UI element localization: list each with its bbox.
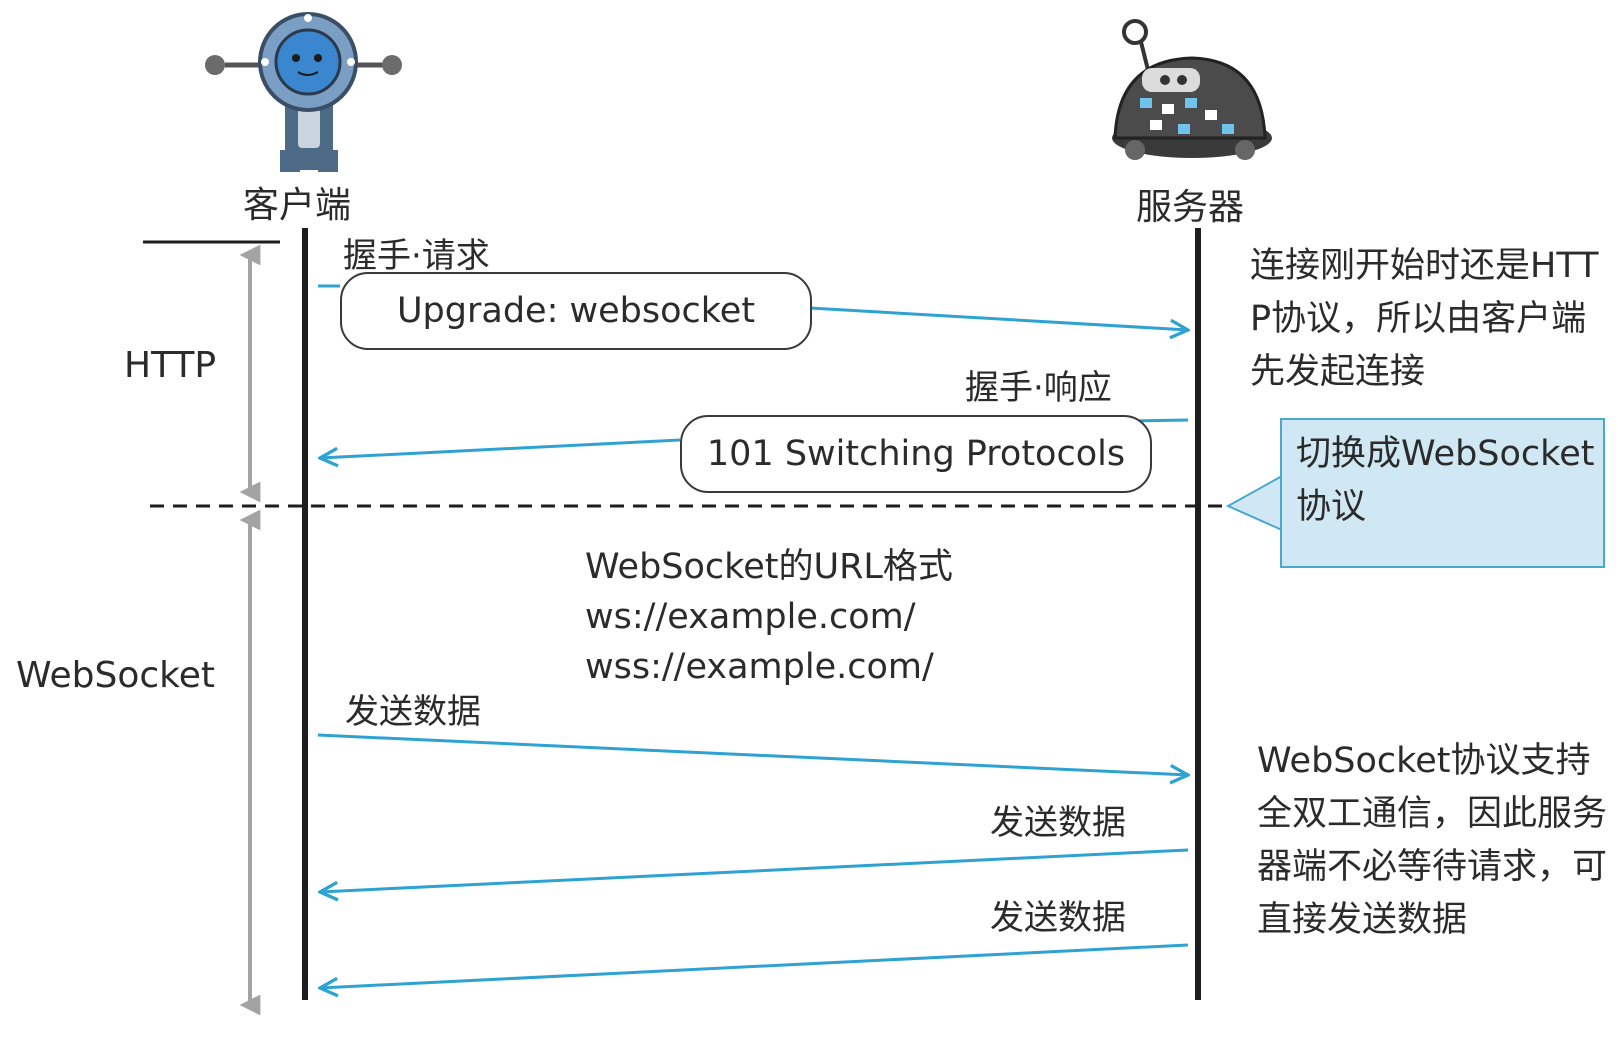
send-data-arrow-2 <box>320 848 1189 892</box>
send-data-arrow-3 <box>320 943 1189 988</box>
handshake-response-pill: 101 Switching Protocols <box>680 415 1152 493</box>
client-robot-icon <box>205 12 402 172</box>
http-note: 连接刚开始时还是HTTP协议，所以由客户端先发起连接 <box>1250 246 1599 392</box>
server-robot-icon <box>1112 19 1272 160</box>
url-format-ws: ws://example.com/ <box>585 597 916 637</box>
send-data-label-3: 发送数据 <box>990 898 1126 938</box>
handshake-request-pill: Upgrade: websocket <box>340 272 812 350</box>
handshake-request-label: 握手·请求 <box>343 236 490 276</box>
switch-protocol-callout: 切换成WebSocket协议 <box>1280 418 1605 568</box>
server-label: 服务器 <box>1136 187 1245 228</box>
handshake-response-label: 握手·响应 <box>965 368 1112 408</box>
callout-pointer <box>1225 475 1283 531</box>
client-label: 客户端 <box>243 185 352 226</box>
duplex-note: WebSocket协议支持全双工通信，因此服务器端不必等待请求，可直接发送数据 <box>1257 741 1608 940</box>
handshake-request-arrow <box>318 284 1188 330</box>
url-format-block: WebSocket的URL格式 ws://example.com/ wss://… <box>585 542 953 692</box>
websocket-section-label: WebSocket <box>16 655 215 696</box>
send-data-label-1: 发送数据 <box>345 692 481 732</box>
url-format-title: WebSocket的URL格式 <box>585 547 953 587</box>
http-section-label: HTTP <box>124 345 217 386</box>
send-data-arrow-1 <box>317 733 1188 775</box>
send-data-label-2: 发送数据 <box>990 803 1126 843</box>
url-format-wss: wss://example.com/ <box>585 647 934 687</box>
